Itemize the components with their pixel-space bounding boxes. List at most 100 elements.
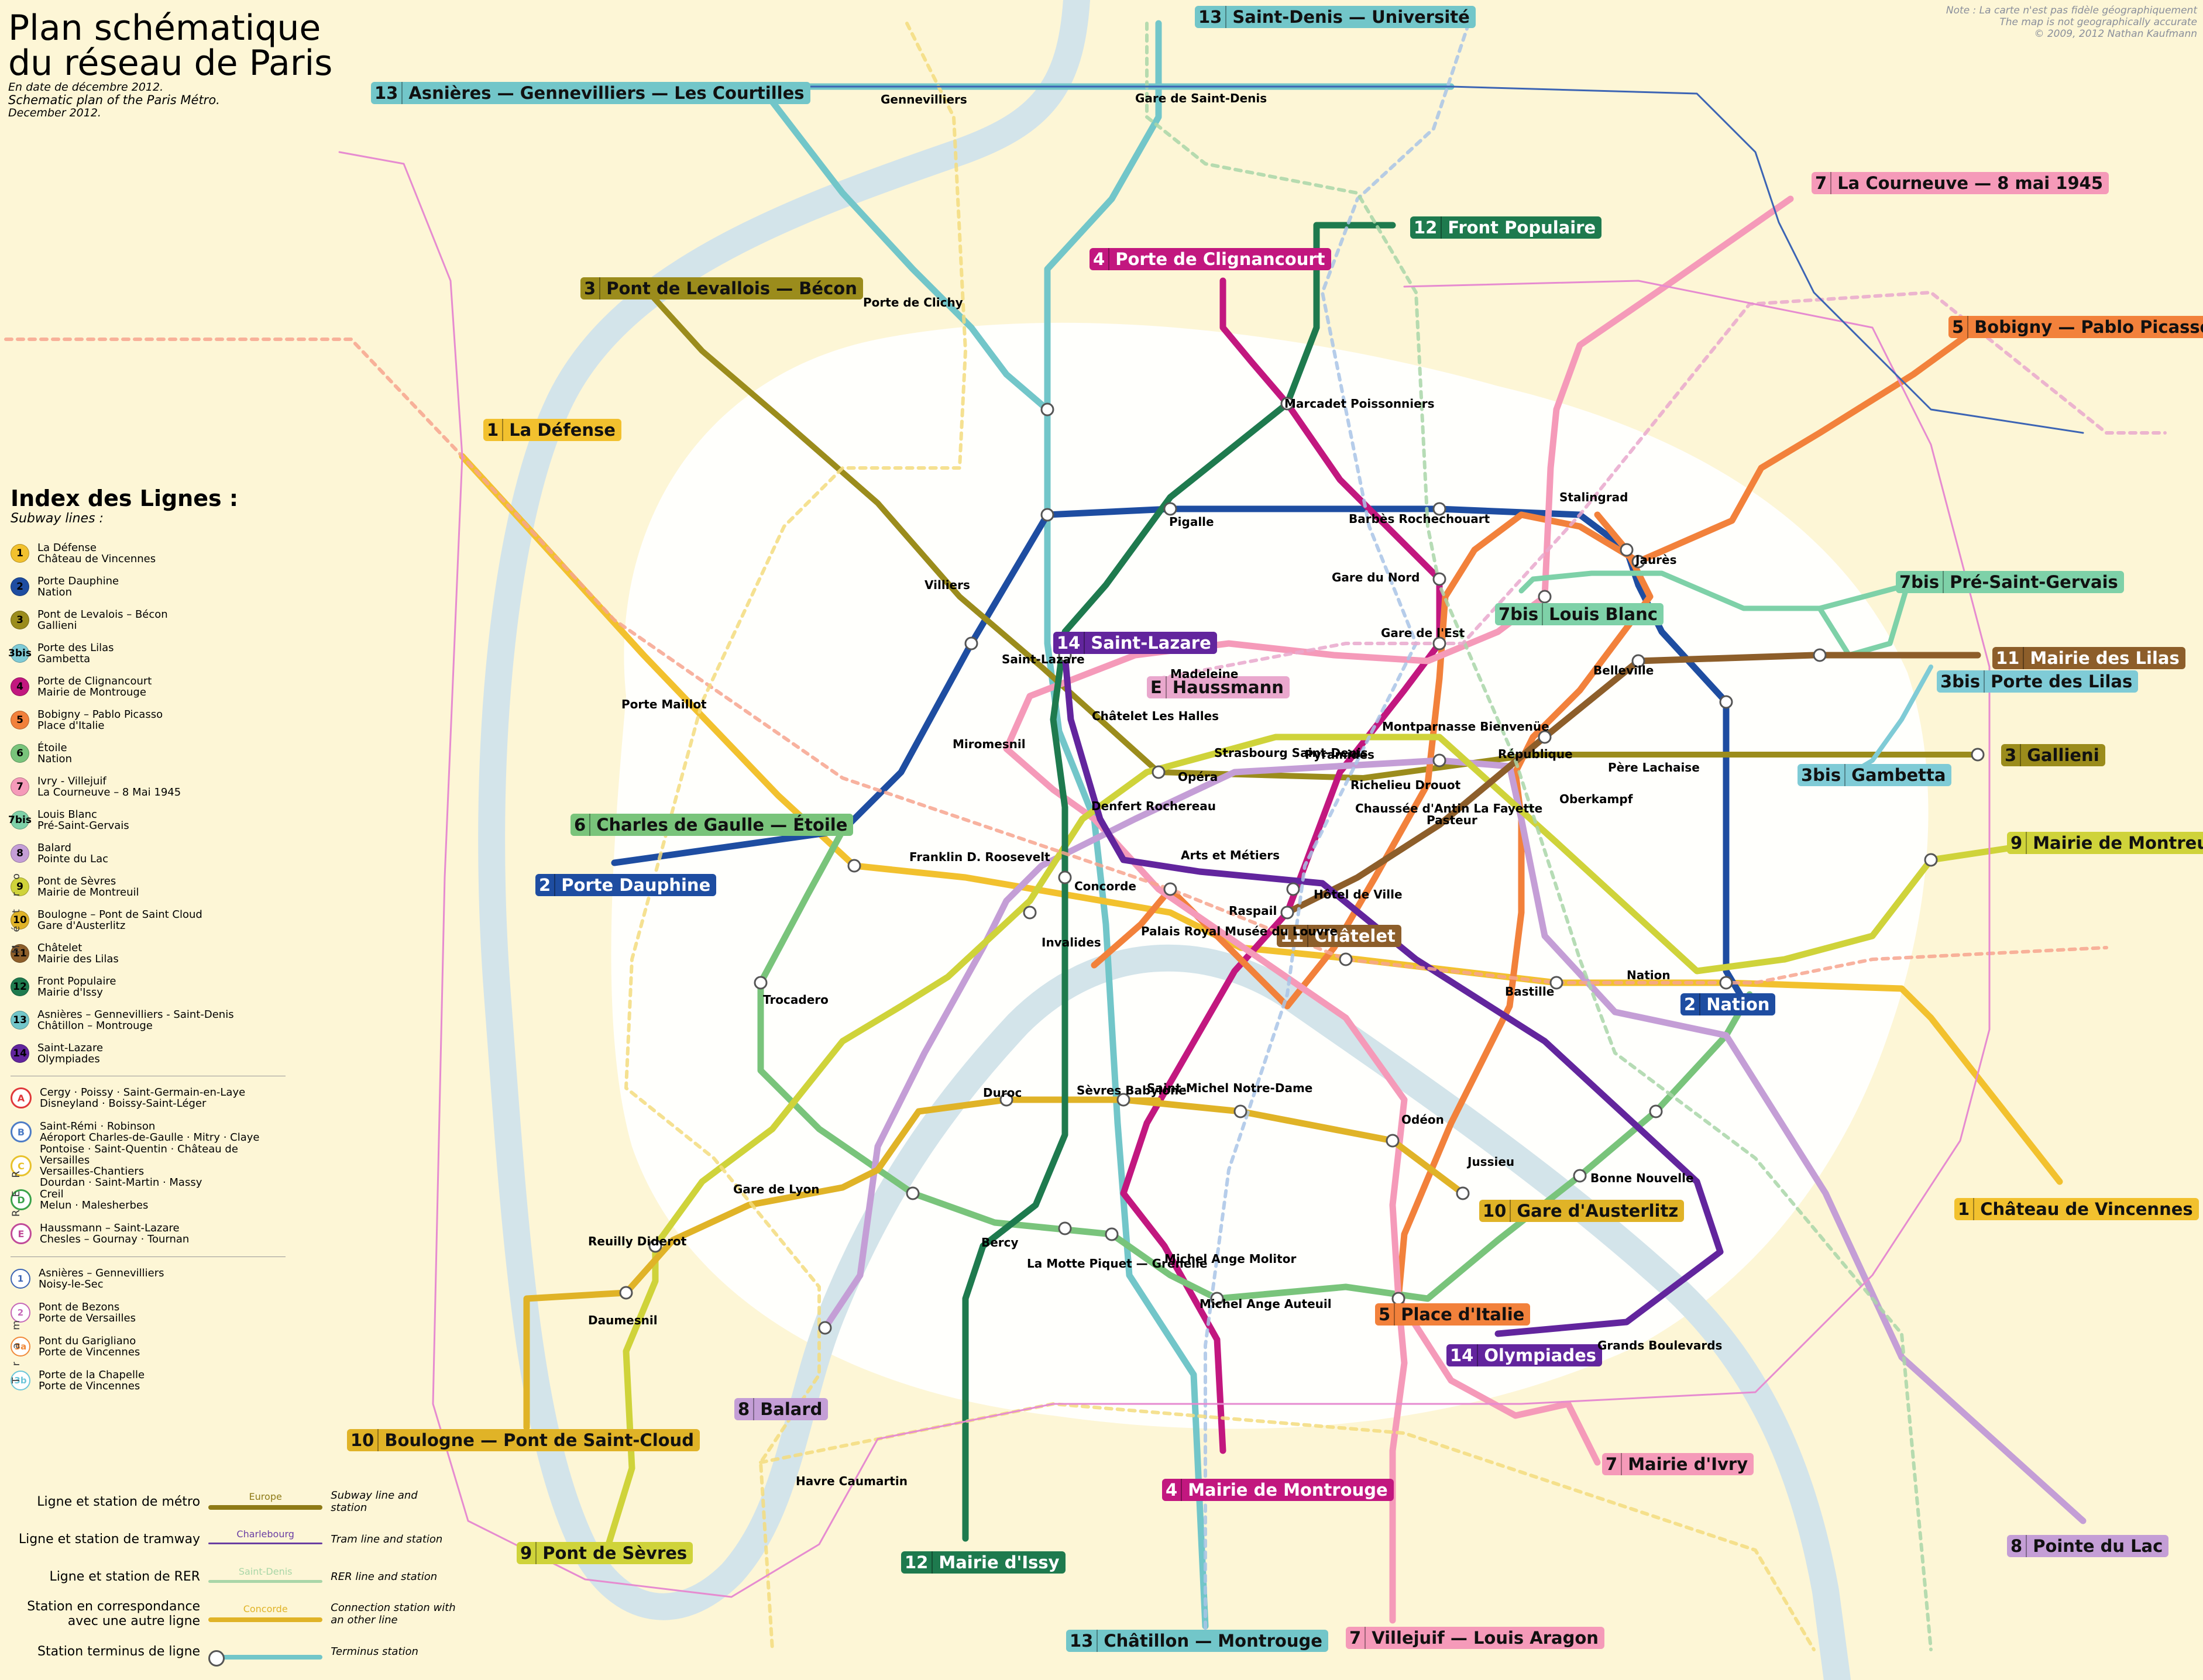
station-label[interactable]: Miromesnil: [953, 737, 1026, 751]
station-label[interactable]: Reuilly Diderot: [588, 1234, 687, 1248]
interchange-node[interactable]: [1432, 502, 1446, 516]
station-label[interactable]: Bercy: [981, 1235, 1019, 1249]
interchange-node[interactable]: [964, 636, 978, 650]
station-label[interactable]: Saint-Michel Notre-Dame: [1147, 1081, 1313, 1095]
interchange-node[interactable]: [1163, 502, 1177, 516]
interchange-node[interactable]: [1432, 753, 1446, 767]
interchange-node[interactable]: [754, 976, 768, 990]
station-label[interactable]: Gare de l'Est: [1381, 626, 1465, 640]
interchange-node[interactable]: [1058, 1221, 1072, 1235]
station-label[interactable]: Bonne Nouvelle: [1590, 1171, 1694, 1185]
interchange-node[interactable]: [648, 1239, 662, 1253]
interchange-node[interactable]: [1924, 853, 1938, 867]
interchange-node[interactable]: [1210, 1292, 1224, 1306]
station-label[interactable]: Barbès Rochechouart: [1349, 512, 1490, 526]
station-label[interactable]: République: [1498, 747, 1573, 761]
station-label[interactable]: Nation: [1627, 968, 1671, 982]
interchange-node[interactable]: [1432, 636, 1446, 650]
station-label[interactable]: Pigalle: [1169, 515, 1214, 529]
station-label[interactable]: La Motte Piquet — Grenelle: [1027, 1256, 1208, 1271]
interchange-node[interactable]: [1719, 695, 1733, 709]
interchange-node[interactable]: [1339, 952, 1353, 966]
station-label[interactable]: Invalides: [1042, 935, 1101, 949]
station-label[interactable]: Gare de Saint-Denis: [1135, 91, 1267, 105]
interchange-node[interactable]: [1116, 1093, 1130, 1107]
station-label[interactable]: Richelieu Drouot: [1350, 778, 1461, 792]
interchange-node[interactable]: [1649, 1104, 1663, 1118]
interchange-node[interactable]: [999, 1093, 1013, 1107]
station-label[interactable]: Trocadero: [763, 993, 829, 1007]
interchange-node[interactable]: [1538, 730, 1552, 744]
station-label[interactable]: Havre Caumartin: [796, 1474, 908, 1488]
interchange-node[interactable]: [1813, 648, 1827, 662]
interchange-node[interactable]: [906, 1186, 920, 1200]
station-label[interactable]: Pasteur: [1427, 813, 1477, 827]
station-label[interactable]: Montparnasse Bienvenüe: [1382, 719, 1549, 734]
station-label[interactable]: Marcadet Poissonniers: [1284, 397, 1435, 411]
station-label[interactable]: Strasbourg Saint-Denis: [1214, 746, 1368, 760]
interchange-node[interactable]: [1280, 906, 1294, 920]
station-label[interactable]: Pyramides: [1305, 748, 1374, 762]
station-label[interactable]: Porte de Clichy: [863, 295, 963, 309]
station-label[interactable]: Michel Ange Auteuil: [1200, 1297, 1332, 1311]
interchange-node[interactable]: [1456, 1186, 1470, 1200]
station-label[interactable]: Gare de Lyon: [733, 1182, 820, 1196]
interchange-node[interactable]: [1432, 572, 1446, 586]
station-label[interactable]: Bastille: [1505, 984, 1555, 999]
station-label[interactable]: Madeleine: [1170, 667, 1239, 681]
station-label[interactable]: Arts et Métiers: [1181, 848, 1280, 862]
station-label[interactable]: Sèvres Babylone: [1077, 1083, 1187, 1097]
station-label[interactable]: Saint-Lazare: [1002, 652, 1085, 666]
interchange-node[interactable]: [1631, 654, 1645, 668]
interchange-node[interactable]: [1620, 543, 1634, 557]
station-label[interactable]: Palais Royal Musée du Louvre: [1141, 924, 1338, 938]
interchange-node[interactable]: [818, 1321, 832, 1335]
interchange-node[interactable]: [1023, 906, 1037, 920]
interchange-node[interactable]: [1040, 402, 1054, 416]
station-label[interactable]: Oberkampf: [1559, 792, 1633, 806]
station-label[interactable]: Duroc: [983, 1086, 1022, 1100]
station-label[interactable]: Jussieu: [1467, 1155, 1515, 1169]
interchange-node[interactable]: [1233, 1104, 1247, 1118]
station-label[interactable]: Michel Ange Molitor: [1164, 1252, 1297, 1266]
interchange-node[interactable]: [1286, 882, 1300, 896]
interchange-node[interactable]: [1058, 870, 1072, 884]
interchange-node[interactable]: [1105, 1227, 1119, 1241]
interchange-node[interactable]: [1040, 508, 1054, 522]
interchange-node[interactable]: [1549, 976, 1563, 990]
station-label[interactable]: Denfert Rochereau: [1091, 799, 1216, 813]
station-label[interactable]: Porte Maillot: [621, 697, 707, 711]
station-label[interactable]: Père Lachaise: [1608, 760, 1700, 774]
interchange-node[interactable]: [1391, 1292, 1405, 1306]
station-label[interactable]: Franklin D. Roosevelt: [909, 850, 1050, 864]
station-label[interactable]: Grands Boulevards: [1597, 1338, 1723, 1352]
station-label[interactable]: Hôtel de Ville: [1314, 887, 1403, 901]
interchange-node[interactable]: [1280, 397, 1294, 411]
station-label[interactable]: Concorde: [1074, 879, 1136, 893]
interchange-node[interactable]: [1971, 748, 1985, 762]
station-label[interactable]: Raspail: [1229, 904, 1277, 918]
